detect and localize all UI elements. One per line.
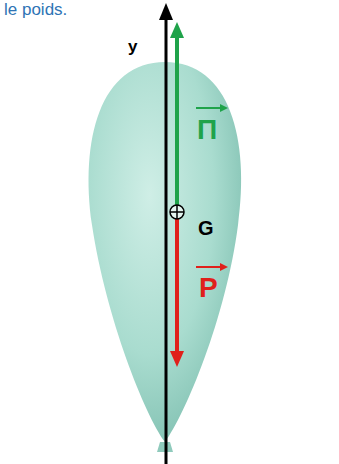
point-label: G: [198, 218, 214, 238]
buoyancy-vector: [175, 36, 179, 206]
y-axis: [165, 14, 168, 464]
force-symbol: Π: [197, 116, 217, 144]
vector-overarrow-head: [220, 104, 228, 112]
force-symbol: P: [199, 274, 218, 302]
caption-fragment: le poids.: [4, 1, 67, 18]
gravity-center-symbol: [170, 205, 184, 219]
buoyancy-arrowhead: [170, 22, 184, 38]
vector-overarrow-head: [220, 263, 228, 271]
vector-overarrow: [196, 266, 222, 268]
axis-arrowhead: [159, 3, 173, 20]
axis-label: y: [128, 38, 137, 55]
weight-vector: [175, 218, 179, 352]
weight-arrowhead: [170, 351, 184, 367]
vector-overarrow: [196, 107, 222, 109]
gravity-center-cross: [176, 205, 178, 219]
